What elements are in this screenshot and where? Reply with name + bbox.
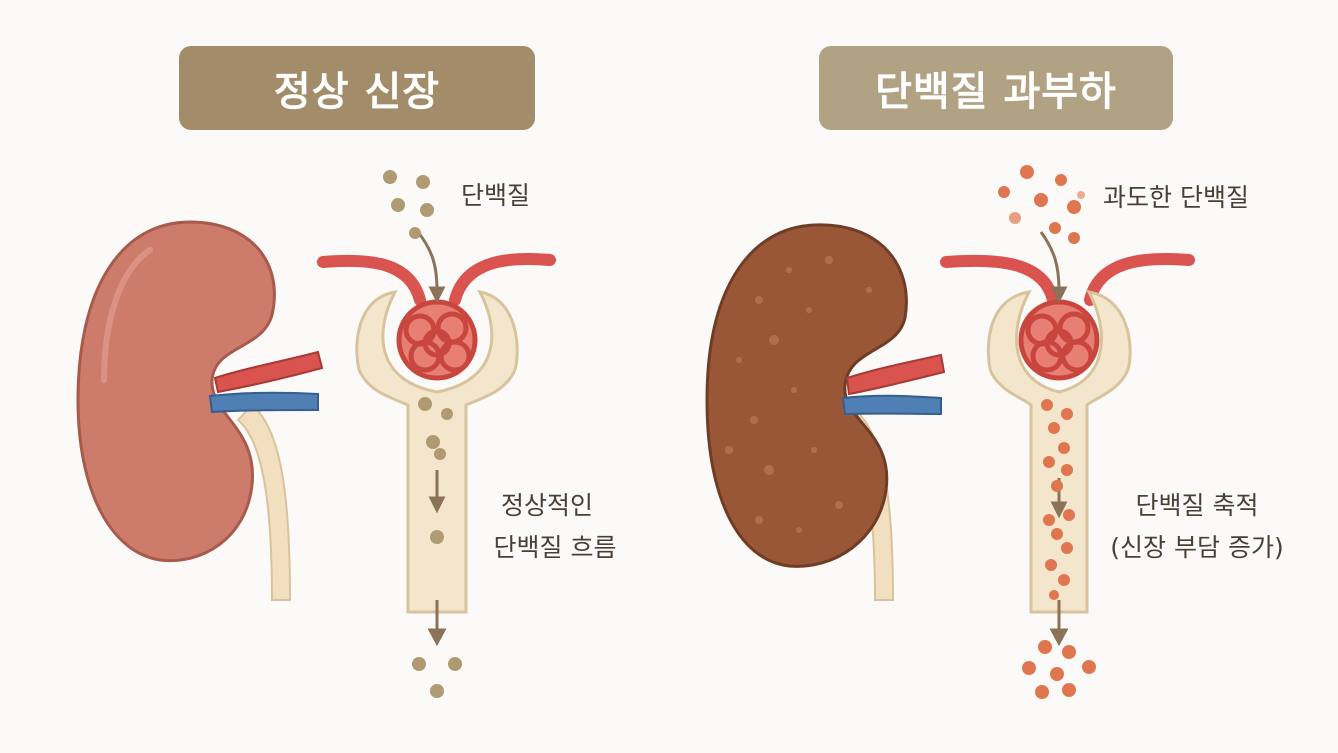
- normal-flow-label-line2: 단백질 흐름: [493, 533, 617, 562]
- overload-nephron-tubule: [986, 289, 1132, 614]
- overload-kidney-panel: 단백질 과부하: [669, 0, 1338, 753]
- normal-protein-label: 단백질: [461, 181, 531, 210]
- overload-renal-artery: [845, 353, 946, 396]
- overload-protein-particles: [998, 165, 1096, 699]
- overload-kidney: [705, 223, 908, 568]
- normal-kidney-title: 정상 신장: [179, 46, 535, 130]
- normal-ureter: [236, 403, 292, 601]
- overload-protein-label: 과도한 단백질: [1103, 183, 1249, 212]
- normal-kidney: [76, 220, 276, 563]
- normal-protein-particles: [383, 170, 462, 698]
- overload-efferent-vessel: [1084, 252, 1195, 306]
- normal-kidney-illustration: [76, 170, 556, 698]
- overload-renal-vein: [841, 394, 942, 416]
- normal-efferent-vessel: [449, 252, 556, 306]
- normal-kidney-highlight: [101, 247, 153, 383]
- normal-kidney-panel: 정상 신장: [76, 46, 617, 698]
- overload-afferent-vessel: [940, 254, 1059, 306]
- overload-kidney-illustration: [705, 165, 1195, 699]
- normal-glomerulus: [396, 299, 478, 381]
- normal-renal-vein: [208, 391, 319, 414]
- normal-renal-artery: [213, 350, 324, 394]
- overload-kidney-title: 단백질 과부하: [819, 46, 1173, 130]
- normal-flow-arrows: [416, 231, 447, 647]
- normal-flow-label-line1: 정상적인: [500, 491, 593, 520]
- normal-afferent-vessel: [317, 254, 426, 306]
- overload-kidney-spots: [725, 256, 872, 533]
- overload-accum-label-line2: (신장 부담 증가): [1110, 533, 1284, 562]
- overload-accum-label-line1: 단백질 축적: [1135, 491, 1259, 520]
- overload-glomerulus: [1018, 299, 1100, 381]
